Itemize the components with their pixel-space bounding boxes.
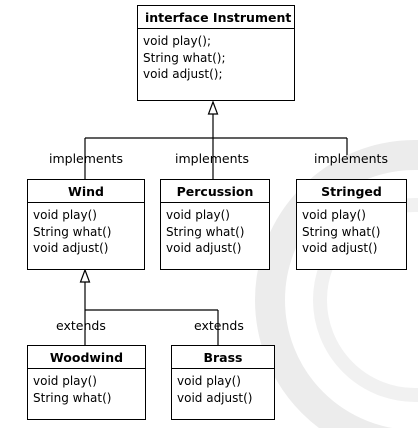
class-stringed-box: Stringed void play() String what() void … [296,179,407,270]
method-play: void play() [302,208,366,222]
class-methods: void play() String what() void adjust() [161,203,269,259]
method-adjust: void adjust() [166,241,242,255]
class-methods: void play() String what() void adjust() [28,203,144,259]
method-adjust: void adjust() [302,241,378,255]
class-percussion-box: Percussion void play() String what() voi… [160,179,270,270]
implements-label-percussion: implements [175,151,249,166]
method-what: String what() [302,224,381,239]
class-wind-box: Wind void play() String what() void adju… [27,179,145,270]
class-title: Woodwind [28,346,145,369]
method-play: void play() [177,374,241,388]
method-play: void play() [166,208,230,222]
class-title: Wind [28,180,144,203]
method-what: String what() [33,224,112,239]
extends-label-woodwind: extends [56,318,106,333]
method-what: String what(); [143,50,226,65]
method-adjust: void adjust() [177,390,253,405]
method-play: void play(); [143,34,212,48]
implements-arrowhead [207,100,219,115]
interface-instrument-box: interface Instrument void play(); String… [137,5,295,101]
class-methods: void play() String what() [28,369,145,408]
interface-title: interface Instrument [138,6,294,29]
extends-label-brass: extends [194,318,244,333]
implements-label-stringed: implements [314,151,388,166]
class-methods: void play() void adjust() [172,369,274,408]
extends-arrowhead [79,268,91,283]
interface-methods: void play(); String what(); void adjust(… [138,29,294,85]
class-methods: void play() String what() void adjust() [297,203,406,259]
method-adjust: void adjust(); [143,67,223,81]
implements-label-wind: implements [49,151,123,166]
class-woodwind-box: Woodwind void play() String what() [27,345,146,420]
class-title: Percussion [161,180,269,203]
class-title: Brass [172,346,274,369]
method-what: String what() [33,390,112,405]
method-play: void play() [33,374,97,388]
method-what: String what() [166,224,245,239]
method-adjust: void adjust() [33,241,109,255]
method-play: void play() [33,208,97,222]
class-title: Stringed [297,180,406,203]
class-brass-box: Brass void play() void adjust() [171,345,275,420]
